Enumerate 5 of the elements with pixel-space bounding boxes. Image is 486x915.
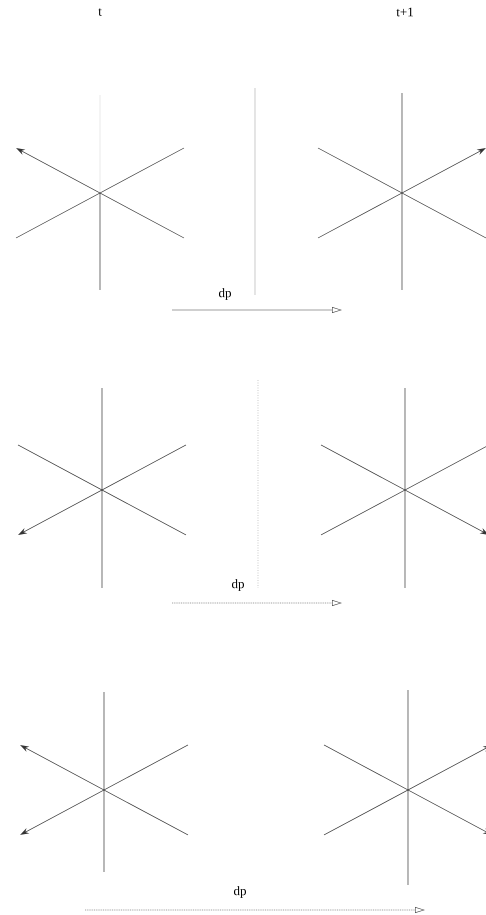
dp-label: dp (234, 886, 246, 898)
time-label: t (98, 8, 102, 16)
dp-label: dp (232, 579, 244, 591)
time-label: t+1 (396, 8, 413, 16)
dp-label: dp (218, 288, 231, 300)
